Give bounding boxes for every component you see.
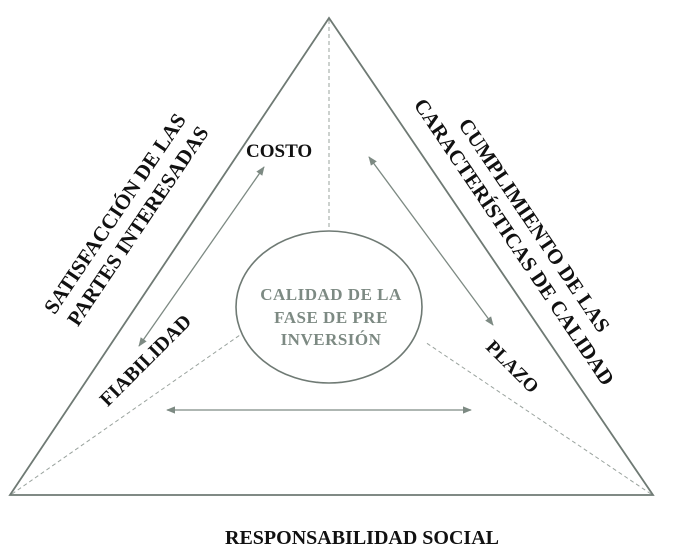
dashed-line-left	[11, 334, 241, 495]
center-label-line-2: FASE DE PRE	[274, 308, 388, 327]
vertex-costo-label: COSTO	[246, 141, 312, 162]
vertex-fiabilidad-label: FIABILIDAD	[96, 311, 196, 411]
bottom-label: RESPONSABILIDAD SOCIAL	[225, 527, 499, 549]
dashed-line-right	[424, 341, 652, 495]
right-side-label-line-2: CARACTERÍSTICAS DE CALIDAD	[409, 94, 619, 390]
center-label-line-1: CALIDAD DE LA	[260, 285, 402, 304]
arrow-costo-plazo	[368, 156, 494, 326]
center-label-line-3: INVERSIÓN	[281, 330, 382, 349]
center-ellipse	[235, 230, 423, 384]
right-side-label-line-1: CUMPLIMIENTO DE LAS	[454, 114, 615, 337]
vertex-plazo-label: PLAZO	[481, 337, 542, 398]
left-side-label: SATISFACCIÓN DE LAS PARTES INTERESADAS	[39, 105, 215, 333]
right-side-label: CUMPLIMIENTO DE LAS CARACTERÍSTICAS DE C…	[409, 79, 641, 389]
left-side-label-line-1: SATISFACCIÓN DE LAS	[39, 109, 191, 318]
arrow-costo-fiabilidad	[138, 166, 265, 347]
